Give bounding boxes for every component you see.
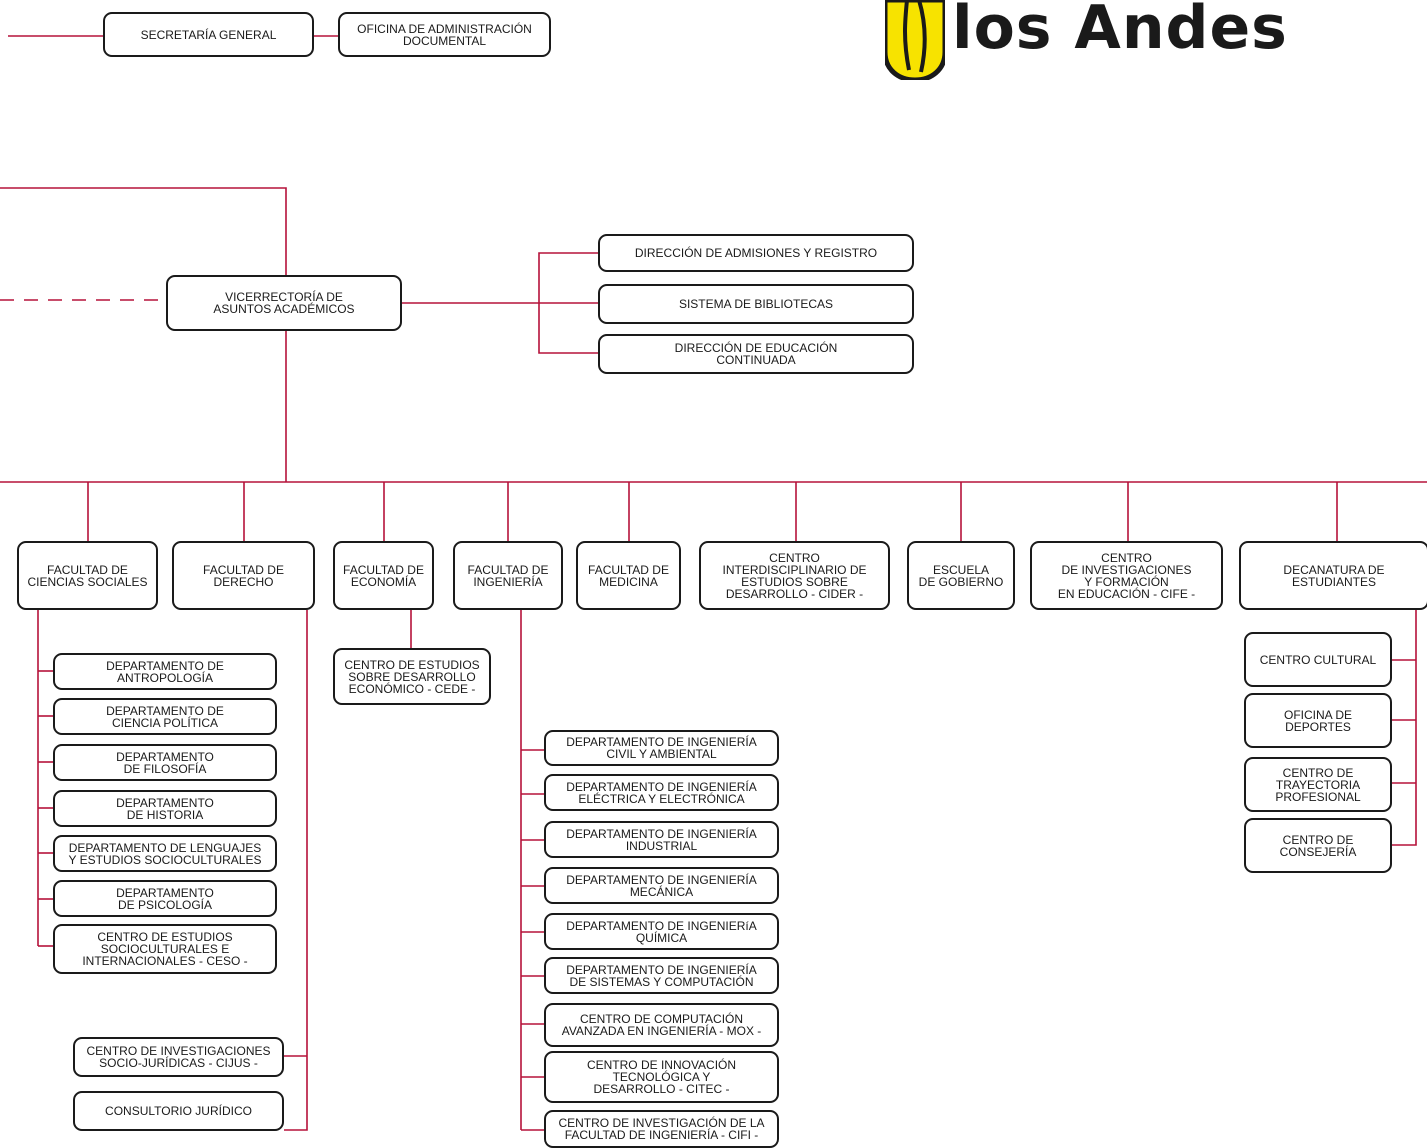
box-facultad-ciencias-sociales: FACULTAD DE CIENCIAS SOCIALES xyxy=(17,541,158,610)
box-sistema-bibliotecas: SISTEMA DE BIBLIOTECAS xyxy=(598,284,914,324)
box-facultad-economia: FACULTAD DE ECONOMÍA xyxy=(333,541,434,610)
box-dept-historia: DEPARTAMENTO DE HISTORIA xyxy=(53,790,277,827)
box-cijus: CENTRO DE INVESTIGACIONES SOCIO-JURÍDICA… xyxy=(73,1037,284,1077)
box-dept-ciencia-politica: DEPARTAMENTO DE CIENCIA POLÍTICA xyxy=(53,698,277,735)
box-cife: CENTRO DE INVESTIGACIONES Y FORMACIÓN EN… xyxy=(1030,541,1223,610)
box-decanatura-estudiantes: DECANATURA DE ESTUDIANTES xyxy=(1239,541,1427,610)
box-ing-quimica: DEPARTAMENTO DE INGENIERíA QUÍMICA xyxy=(544,913,779,950)
box-oficina-administracion-documental: OFICINA DE ADMINISTRACIÓN DOCUMENTAL xyxy=(338,12,551,57)
box-oficina-deportes: OFICINA DE DEPORTES xyxy=(1244,693,1392,748)
box-dept-filosofia: DEPARTAMENTO DE FILOSOFÍA xyxy=(53,744,277,781)
box-centro-cultural: CENTRO CULTURAL xyxy=(1244,632,1392,687)
university-shield-icon xyxy=(885,0,945,80)
box-facultad-ingenieria: FACULTAD DE INGENIERÍA xyxy=(453,541,563,610)
box-facultad-derecho: FACULTAD DE DERECHO xyxy=(172,541,315,610)
box-vicerrectoria: VICERRECTORÍA DE ASUNTOS ACADÉMICOS xyxy=(166,275,402,331)
box-ing-electrica: DEPARTAMENTO DE INGENIERÍA ELÉCTRICA Y E… xyxy=(544,774,779,811)
box-ing-mecanica: DEPARTAMENTO DE INGENIERÍA MECÁNICA xyxy=(544,867,779,904)
box-consultorio-juridico: CONSULTORIO JURÍDICO xyxy=(73,1091,284,1131)
box-ing-civil: DEPARTAMENTO DE INGENIERÍA CIVIL Y AMBIE… xyxy=(544,730,779,766)
box-dept-psicologia: DEPARTAMENTO DE PSICOLOGÍA xyxy=(53,880,277,917)
box-centro-consejeria: CENTRO DE CONSEJERÍA xyxy=(1244,818,1392,873)
box-escuela-gobierno: ESCUELA DE GOBIERNO xyxy=(907,541,1015,610)
box-ceso: CENTRO DE ESTUDIOS SOCIOCULTURALES E INT… xyxy=(53,924,277,974)
box-cede: CENTRO DE ESTUDIOS SOBRE DESARROLLO ECON… xyxy=(333,648,491,705)
box-facultad-medicina: FACULTAD DE MEDICINA xyxy=(576,541,681,610)
box-ing-industrial: DEPARTAMENTO DE INGENIERÍA INDUSTRIAL xyxy=(544,821,779,858)
box-dept-lenguajes: DEPARTAMENTO DE LENGUAJES Y ESTUDIOS SOC… xyxy=(53,835,277,872)
box-centro-trayectoria: CENTRO DE TRAYECTORIA PROFESIONAL xyxy=(1244,757,1392,812)
box-citec: CENTRO DE INNOVACIÓN TECNOLÓGICA Y DESAR… xyxy=(544,1051,779,1103)
box-mox: CENTRO DE COMPUTACIÓN AVANZADA EN INGENI… xyxy=(544,1003,779,1047)
box-secretaria-general: SECRETARÍA GENERAL xyxy=(103,12,314,57)
box-ing-sistemas: DEPARTAMENTO DE INGENIERÍA DE SISTEMAS Y… xyxy=(544,957,779,994)
box-cifi: CENTRO DE INVESTIGACIÓN DE LA FACULTAD D… xyxy=(544,1110,779,1148)
box-direccion-educacion-continuada: DIRECCIÓN DE EDUCACIÓN CONTINUADA xyxy=(598,334,914,374)
box-direccion-admisiones: DIRECCIÓN DE ADMISIONES Y REGISTRO xyxy=(598,234,914,272)
box-cider: CENTRO INTERDISCIPLINARIO DE ESTUDIOS SO… xyxy=(699,541,890,610)
logo-text: los Andes xyxy=(952,0,1288,63)
box-dept-antropologia: DEPARTAMENTO DE ANTROPOLOGÍA xyxy=(53,653,277,690)
